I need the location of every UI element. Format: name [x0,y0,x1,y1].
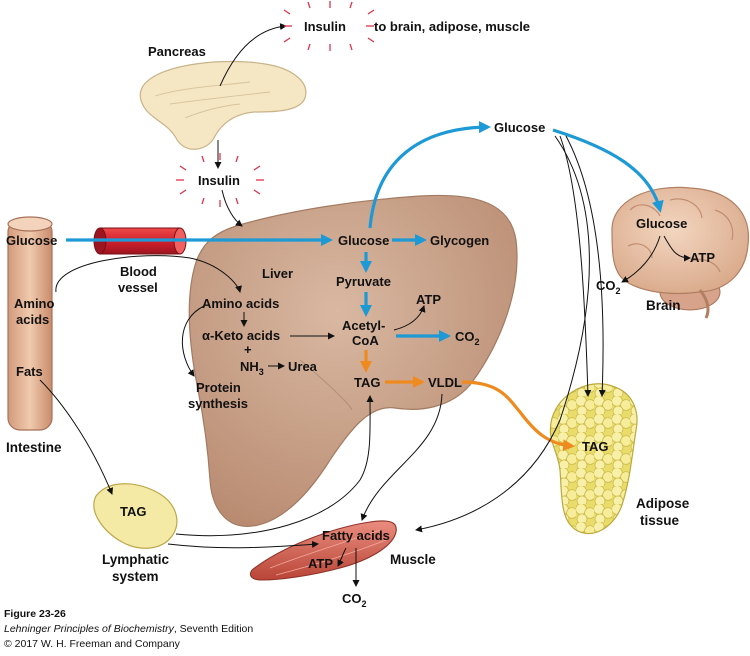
label-glucose-liver: Glucose [338,233,389,248]
label-intestine: Intestine [6,440,62,455]
label-muscle: Muscle [390,552,436,567]
figure-caption: Figure 23-26 Lehninger Principles of Bio… [4,608,253,650]
label-tag-adipose: TAG [582,439,608,454]
label-tag-liver: TAG [354,375,380,390]
label-keto-acids: α-Keto acids [202,328,280,343]
label-tag-lymph: TAG [120,504,146,519]
arrow-glucose-to-adipose-2 [565,135,606,397]
label-adipose-2: tissue [640,513,680,528]
label-plus: + [244,342,252,357]
arrow-amino-to-protein [182,305,205,377]
label-lymphatic-1: Lymphatic [102,552,170,567]
arrow-pancreas-to-insulin [219,23,287,87]
label-glycogen: Glycogen [430,233,489,248]
caption-copyright: © 2017 W. H. Freeman and Company [4,638,181,650]
label-nh3: NH3 [240,359,264,377]
insulin-burst-top [283,1,375,51]
label-glucose-brain: Glucose [636,216,687,231]
label-blood-vessel-1: Blood [120,264,157,279]
label-protein-synthesis-2: synthesis [188,396,248,411]
label-co2-muscle: CO2 [342,591,367,609]
label-amino-acids-liver: Amino acids [202,296,279,311]
pathway-arrows [39,23,691,587]
label-brain: Brain [646,298,681,313]
arrow-glucose-to-brain [552,128,664,213]
label-fats: Fats [16,364,43,379]
label-blood-vessel-2: vessel [118,280,158,295]
lymphatic-illustration [93,483,178,549]
arrow-glucose-to-adipose [559,135,592,397]
labels: Pancreas Insulin to brain, adipose, musc… [6,19,715,609]
label-atp-liver: ATP [416,292,441,307]
label-liver: Liver [262,266,293,281]
label-pancreas: Pancreas [148,44,206,59]
intestine-illustration [7,216,53,431]
label-lymphatic-2: system [112,569,159,584]
arrow-brain-glucose-to-co2 [621,235,661,283]
label-atp-brain: ATP [690,250,715,265]
arrow-acetylcoa-to-atp [393,305,426,331]
label-pyruvate: Pyruvate [336,274,391,289]
insulin-burst-middle [176,153,264,207]
label-atp-muscle: ATP [308,556,333,571]
arrow-brain-glucose-to-atp [663,235,691,262]
arrow-lymph-to-muscle [167,540,319,549]
pancreas-illustration [139,60,307,150]
arrow-vldl-to-muscle [360,393,443,521]
adipose-illustration [549,383,638,535]
label-insulin-mid: Insulin [198,173,240,188]
arrow-amino-acids-to-liver [55,255,242,293]
arrow-glucose-to-muscle [415,135,590,533]
label-protein-synthesis-1: Protein [196,380,241,395]
arrow-vldl-to-adipose [461,380,575,452]
brain-illustration [611,186,750,319]
liver-illustration [188,194,518,527]
arrow-fats-to-lymph [39,379,113,495]
lipid-flow-arrows [360,350,575,452]
muscle-illustration [249,520,397,581]
label-urea: Urea [288,359,318,374]
caption-figure-number: Figure 23-26 [4,608,66,620]
label-glucose-blood: Glucose [494,120,545,135]
label-insulin-top: Insulin [304,19,346,34]
glucose-flow-arrows [66,121,664,342]
arrow-liver-glucose-to-blood [368,121,491,229]
label-acetyl-coa-1: Acetyl- [342,318,385,333]
label-adipose-1: Adipose [636,496,690,511]
arrow-insulin-to-liver [221,189,243,227]
label-vldl: VLDL [428,375,462,390]
label-co2-brain: CO2 [596,278,621,296]
label-amino-acids-intestine-1: Amino [14,296,55,311]
arrow-lymph-to-liver [175,395,374,537]
label-amino-acids-intestine-2: acids [16,312,49,327]
caption-book: Lehninger Principles of Biochemistry, Se… [4,623,253,635]
label-co2-liver: CO2 [455,329,480,347]
label-fatty-acids: Fatty acids [322,528,390,543]
arrow-fatty-acids-to-atp [337,547,347,567]
label-glucose-intestine: Glucose [6,233,57,248]
label-acetyl-coa-2: CoA [352,333,379,348]
label-insulin-targets: to brain, adipose, muscle [374,19,530,34]
